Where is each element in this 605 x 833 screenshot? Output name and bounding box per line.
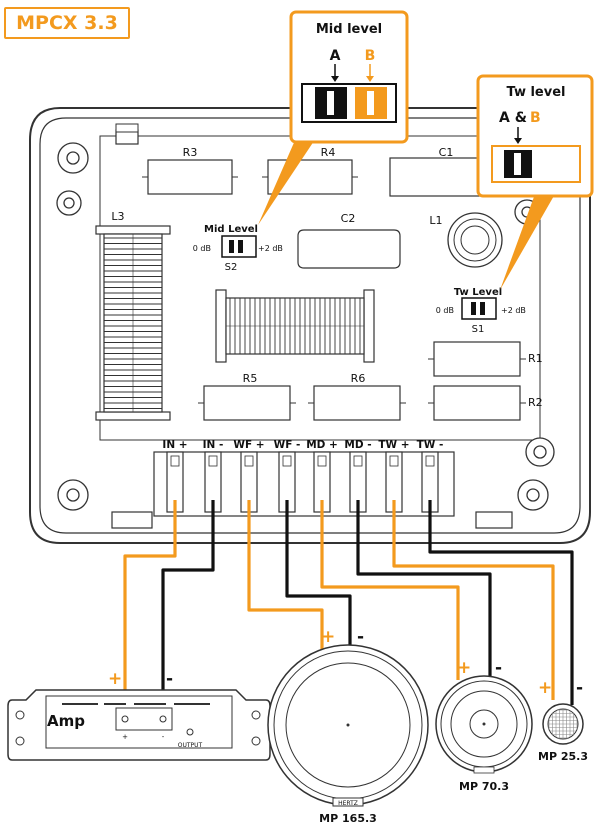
wire-tw-plus	[392, 500, 555, 700]
label-r6: R6	[351, 372, 366, 385]
callout-mid-a: A	[330, 48, 341, 64]
mid-plus-marker: +	[457, 658, 471, 678]
callout-mid-level: Mid level A B	[258, 10, 409, 225]
woofer-plus-marker: +	[321, 627, 335, 647]
switch-s1-left: 0 dB	[436, 306, 454, 315]
label-r3: R3	[183, 146, 198, 159]
label-r4: R4	[321, 146, 336, 159]
amp-label: Amp	[47, 712, 85, 730]
woofer-label: MP 165.3	[319, 812, 377, 825]
callout-mid-b: B	[365, 48, 376, 64]
inductor-center	[215, 289, 375, 363]
resistor-r3: R3	[142, 146, 238, 195]
switch-s2-mid-level: Mid Level 0 dB +2 dB S2	[193, 224, 283, 273]
callout-tw-b: B	[530, 110, 541, 126]
resistor-r6: R6	[308, 372, 406, 421]
terminal-label: TW -	[417, 439, 444, 451]
wire-in-plus	[123, 500, 177, 716]
resistor-r1: R1	[428, 341, 543, 377]
switch-s2-left: 0 dB	[193, 244, 211, 253]
terminal-label: WF -	[274, 439, 301, 451]
amp-plus-mark: +	[122, 733, 128, 741]
callout-tw-level: Tw level A & B	[476, 74, 594, 290]
inductor-l1: L1	[429, 212, 503, 268]
wire-wf-plus	[247, 500, 324, 650]
title-box: MPCX 3.3	[4, 7, 130, 39]
label-c1: C1	[439, 146, 454, 159]
mid-label: MP 70.3	[459, 780, 509, 793]
callout-tw-title: Tw level	[507, 85, 566, 100]
amp-minus-mark: -	[162, 733, 165, 741]
polarity-markers: + - + - + - + -	[108, 627, 583, 698]
amplifier: Amp + - OUTPUT	[7, 689, 271, 761]
mount-hole-top-left	[56, 142, 89, 216]
amp-plus-marker: +	[108, 669, 122, 689]
resistor-r2: R2	[428, 385, 543, 421]
mount-hole-bottom-left	[57, 479, 89, 511]
speaker-tweeter: MP 25.3	[538, 703, 588, 763]
wire-md-minus	[356, 500, 492, 680]
terminal-label: MD -	[344, 439, 371, 451]
tweeter-label: MP 25.3	[538, 750, 588, 763]
label-r5: R5	[243, 372, 258, 385]
diagram-title: MPCX 3.3	[16, 12, 118, 34]
label-c2: C2	[341, 212, 356, 225]
terminal-label: WF +	[233, 439, 264, 451]
terminal-label: MD +	[306, 439, 338, 451]
amp-output-label: OUTPUT	[178, 742, 203, 749]
callout-tw-ab: A &	[499, 110, 527, 126]
mount-hole-bottom-right	[517, 437, 555, 511]
switch-s1-right: +2 dB	[501, 306, 526, 315]
switch-s1-title: Tw Level	[454, 287, 502, 298]
inductor-l3: L3	[95, 210, 171, 421]
amp-minus-marker: -	[166, 669, 173, 689]
switch-s1-id: S1	[472, 324, 485, 335]
label-l1: L1	[429, 214, 442, 227]
label-r1: R1	[528, 352, 543, 365]
capacitor-c2: C2	[297, 212, 401, 269]
switch-s2-right: +2 dB	[258, 244, 283, 253]
terminal-label: TW +	[378, 439, 409, 451]
label-l3: L3	[111, 210, 124, 223]
switch-s2-title: Mid Level	[204, 224, 258, 235]
capacitor-c1: C1	[389, 146, 487, 197]
terminal-block: IN + IN - WF + WF - MD + MD - TW + TW -	[153, 439, 455, 517]
woofer-minus-marker: -	[357, 627, 364, 647]
terminal-label: IN -	[203, 439, 224, 451]
tweeter-plus-marker: +	[538, 678, 552, 698]
speaker-woofer: HERTZ MP 165.3	[267, 644, 429, 825]
terminal-label: IN +	[162, 439, 187, 451]
wires	[123, 500, 574, 716]
speaker-mid: MP 70.3	[435, 675, 533, 793]
label-r2: R2	[528, 396, 543, 409]
switch-s1-tw-level: Tw Level 0 dB +2 dB S1	[436, 287, 526, 335]
wire-tw-minus	[428, 500, 574, 705]
mid-minus-marker: -	[495, 658, 502, 678]
callout-mid-title: Mid level	[316, 22, 382, 37]
tweeter-minus-marker: -	[576, 678, 583, 698]
wire-md-plus	[320, 500, 460, 680]
woofer-brand: HERTZ	[338, 800, 358, 807]
resistor-r5: R5	[198, 372, 296, 421]
switch-s2-id: S2	[225, 262, 238, 273]
wire-wf-minus	[285, 500, 352, 650]
wire-in-minus	[161, 500, 215, 716]
